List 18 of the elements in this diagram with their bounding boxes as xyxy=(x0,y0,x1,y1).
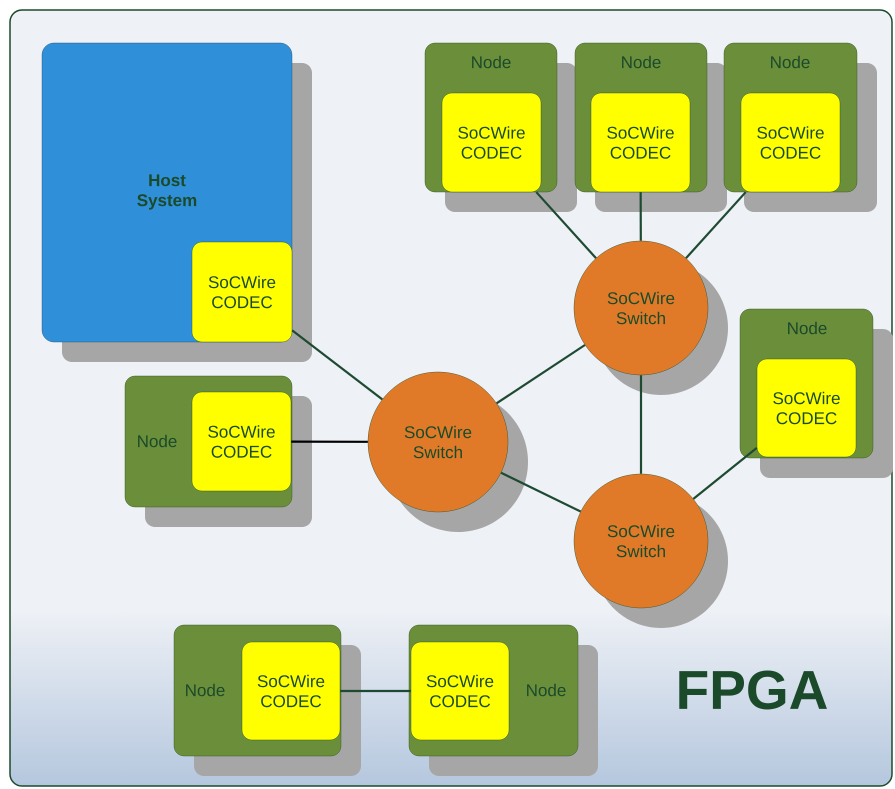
connector-line xyxy=(692,447,758,500)
codec-box: SoCWire CODEC xyxy=(192,392,292,492)
connector-line xyxy=(640,192,642,241)
codec-box: SoCWire CODEC xyxy=(756,358,856,458)
connector-line xyxy=(292,330,383,400)
connector-line xyxy=(340,690,411,692)
connector-line xyxy=(500,472,582,513)
codec-box: SoCWire CODEC xyxy=(590,92,690,192)
connector-line xyxy=(536,191,597,259)
codec-box: SoCWire CODEC xyxy=(192,242,292,342)
connector-line xyxy=(291,440,368,443)
codec-box: SoCWire CODEC xyxy=(242,642,340,740)
connector-line xyxy=(496,344,586,404)
codec-box: SoCWire CODEC xyxy=(410,642,510,740)
connector-line xyxy=(640,375,642,474)
codec-box: SoCWire CODEC xyxy=(740,92,840,192)
connector-line xyxy=(685,191,746,259)
codec-box: SoCWire CODEC xyxy=(442,92,542,192)
